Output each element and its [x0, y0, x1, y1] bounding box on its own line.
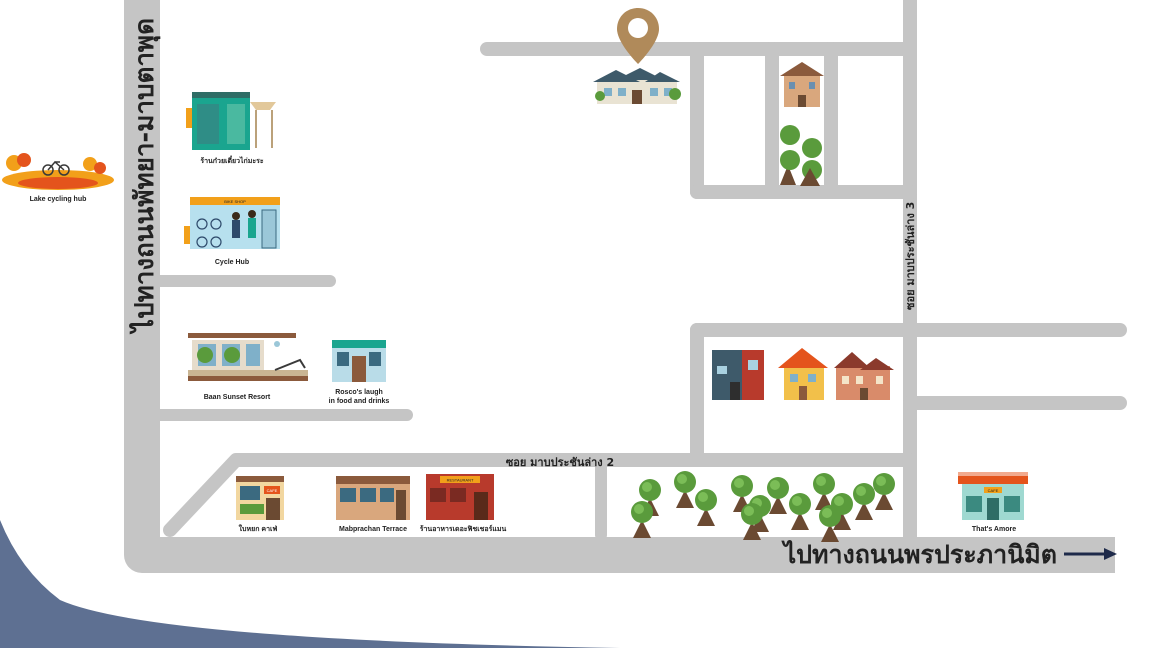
tree-icon — [819, 505, 841, 542]
tree-cluster-south — [631, 471, 895, 542]
roscos-restaurant[interactable] — [332, 340, 386, 382]
label-baan-sunset-resort: Baan Sunset Resort — [204, 394, 271, 401]
tree-icon — [631, 501, 653, 538]
baan-sunset-resort[interactable] — [188, 333, 308, 381]
road-label-soi-3: ซอย มาบประชันล่าง 3 — [904, 202, 917, 310]
tree-icon — [767, 477, 789, 514]
fisherman-restaurant[interactable]: RESTAURANT — [426, 474, 494, 520]
tree-icon — [873, 473, 895, 510]
inner-house — [780, 62, 824, 107]
tree-cluster-inner — [780, 125, 822, 186]
bicycle-icon — [42, 160, 70, 176]
thats-amore[interactable]: CAFE — [958, 472, 1028, 520]
road-main-west — [124, 0, 1115, 573]
restaurant-sign: RESTAURANT — [447, 478, 474, 483]
label-roscos-line2: in food and drinks — [329, 398, 390, 405]
label-mabprachan-terrace: Mabprachan Terrace — [339, 526, 407, 533]
modern-house — [712, 350, 764, 400]
lake-cycling-hub[interactable] — [2, 153, 114, 190]
label-roscos-line1: Rosco's laugh — [335, 389, 383, 396]
label-lake-cycling-hub: Lake cycling hub — [30, 196, 87, 203]
road-network — [124, 0, 1127, 573]
cycle-hub-sign: BIKE SHOP — [224, 199, 246, 204]
road-label-west: ไปทางถนนพัทยา-มาบตาพุด — [128, 18, 161, 335]
tree-icon — [853, 483, 875, 520]
label-thats-amore: That's Amore — [972, 526, 1016, 533]
label-cafe: ใบหยก คาเฟ่ — [239, 524, 278, 533]
cafe[interactable]: CAFE — [236, 476, 284, 520]
mabprachan-terrace[interactable] — [336, 476, 410, 520]
victorian-house — [834, 352, 894, 400]
road-soi-2 — [163, 453, 917, 537]
label-fisherman-restaurant: ร้านอาหารเดอะฟิชเชอร์แมน — [420, 524, 507, 533]
road-label-soi-2: ซอย มาบประชันล่าง 2 — [506, 456, 614, 469]
arrow-right-icon — [1064, 548, 1117, 560]
noodle-shop[interactable] — [186, 92, 276, 150]
thats-amore-sign: CAFE — [988, 488, 999, 493]
tree-icon — [789, 493, 811, 530]
label-cycle-hub: Cycle Hub — [215, 259, 249, 266]
yellow-house — [778, 348, 828, 400]
map-pin-icon[interactable] — [617, 8, 659, 64]
tree-icon — [674, 471, 696, 508]
tree-icon — [741, 503, 763, 540]
background-wave — [0, 520, 620, 648]
tree-icon — [695, 489, 717, 526]
road-label-south: ไปทางถนนพรประภานิมิต — [781, 539, 1057, 569]
cafe-sign: CAFE — [267, 488, 278, 493]
bicycle-icon — [196, 218, 222, 248]
cycle-hub[interactable]: BIKE SHOP — [184, 197, 280, 249]
label-noodle-shop: ร้านก๋วยเตี๋ยวไก่มะระ — [200, 155, 264, 165]
destination-house[interactable] — [593, 68, 681, 104]
